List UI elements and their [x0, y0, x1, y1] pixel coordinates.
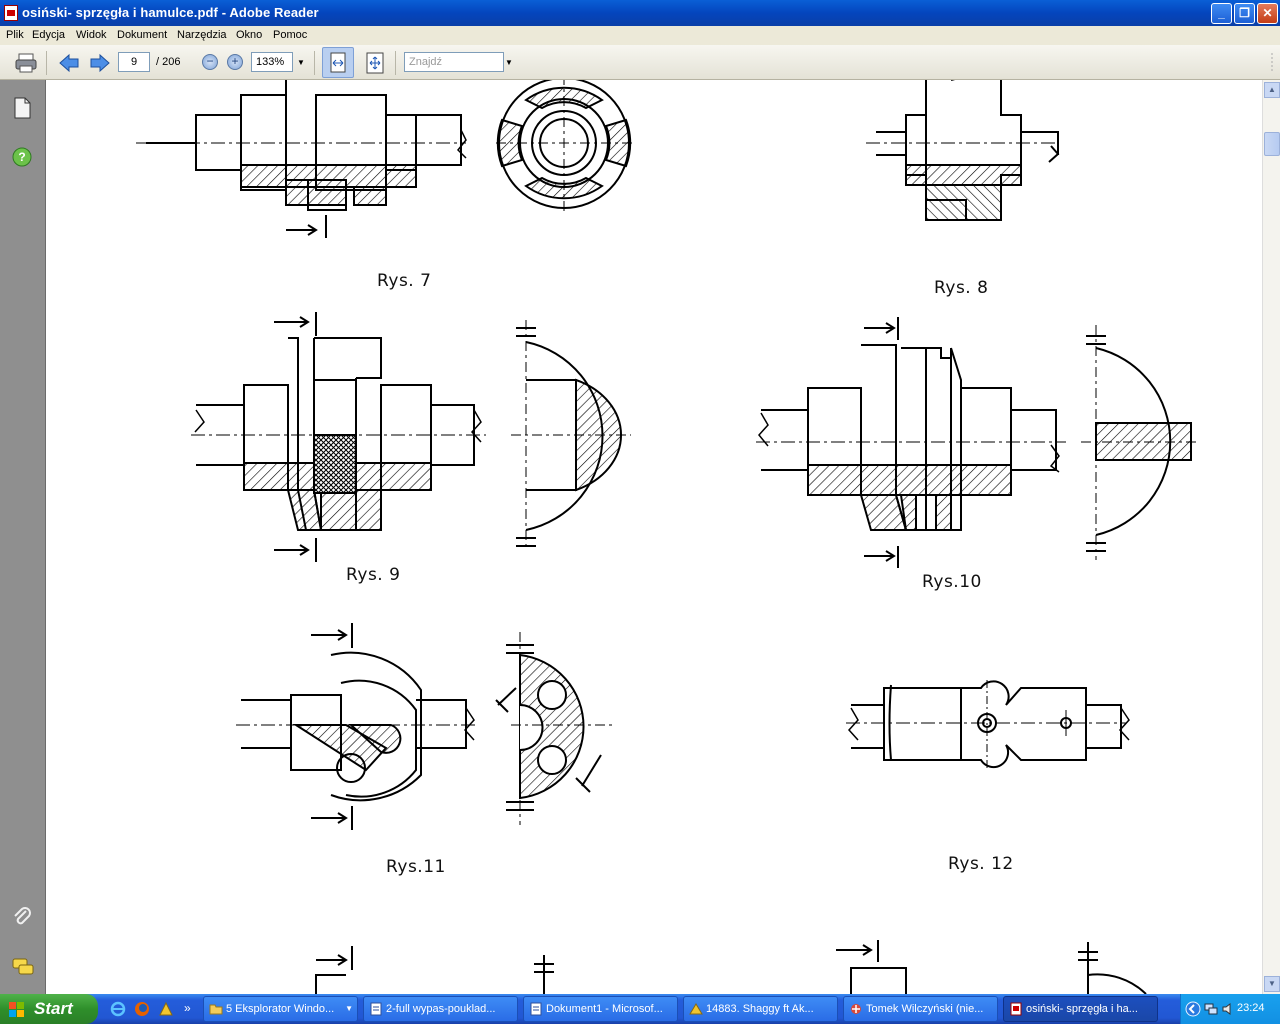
svg-text:?: ?	[18, 150, 25, 164]
caption-rys10: Rys.10	[922, 572, 982, 592]
page-total: / 206	[156, 56, 181, 68]
pages-icon[interactable]	[11, 96, 33, 120]
winamp-icon	[689, 1003, 703, 1015]
toolbar: 9 / 206 − + 133% ▼ Znajdź ▼	[0, 45, 1280, 80]
figure-rys10-section	[1081, 325, 1196, 560]
taskbar-item-label: osiński- sprzęgła i ha...	[1026, 1003, 1138, 1015]
vertical-scrollbar[interactable]: ▲ ▼	[1262, 80, 1280, 994]
start-button[interactable]: Start	[0, 994, 98, 1024]
volume-icon[interactable]	[1221, 1001, 1237, 1017]
zoom-level-input[interactable]: 133%	[251, 52, 293, 72]
fit-width-icon	[330, 52, 346, 73]
taskbar-item-label: 5 Eksplorator Windo...	[226, 1003, 335, 1015]
word-doc-icon	[530, 1002, 542, 1016]
figure-rys8-coupling	[866, 80, 1060, 221]
network-icon[interactable]	[1203, 1001, 1219, 1017]
figure-rys10-coupling	[756, 317, 1066, 568]
taskbar: Start » 5 Eksplorator Windo... ▼ 2-full …	[0, 994, 1280, 1024]
page-number-input[interactable]: 9	[118, 52, 150, 72]
navigation-pane: ?	[0, 80, 46, 994]
clock[interactable]: 23:24	[1237, 1002, 1265, 1014]
menu-narzedzia[interactable]: Narzędzia	[177, 29, 227, 41]
taskbar-item-explorer[interactable]: 5 Eksplorator Windo... ▼	[203, 996, 358, 1022]
figure-rys9-coupling	[191, 312, 486, 562]
taskbar-item-word[interactable]: Dokument1 - Microsof...	[523, 996, 678, 1022]
document-view[interactable]: Rys. 7 Rys. 8 Rys. 9 Rys.10 Rys.11 Rys. …	[46, 80, 1262, 994]
messenger-icon	[851, 1004, 861, 1014]
quicklaunch-overflow-icon[interactable]: »	[184, 1001, 191, 1015]
toolbar-separator	[46, 51, 47, 75]
comments-icon[interactable]	[11, 956, 35, 978]
scroll-down-icon[interactable]: ▼	[1264, 976, 1280, 992]
find-dropdown-arrow-icon[interactable]: ▼	[505, 58, 513, 67]
toolbar-separator	[395, 51, 396, 75]
figure-rys11-section	[495, 632, 616, 825]
firefox-icon[interactable]	[134, 1001, 150, 1017]
figure-bottom-partial	[315, 940, 1147, 994]
figure-rys12-coupling	[846, 680, 1130, 770]
menu-edycja[interactable]: Edycja	[32, 29, 66, 41]
taskbar-item-doc1[interactable]: 2-full wypas-pouklad...	[363, 996, 518, 1022]
caption-rys8: Rys. 8	[934, 278, 989, 298]
toolbar-grip-icon	[1271, 53, 1273, 73]
system-tray	[1180, 994, 1280, 1024]
figure-rys7-coupling	[136, 80, 467, 238]
zoom-out-button[interactable]: −	[202, 54, 218, 70]
next-page-icon[interactable]	[89, 53, 111, 73]
group-dropdown-icon: ▼	[345, 1004, 353, 1013]
taskbar-item-winamp[interactable]: 14883. Shaggy ft Ak...	[683, 996, 838, 1022]
taskbar-item-adobe-reader[interactable]: osiński- sprzęgła i ha...	[1003, 996, 1158, 1022]
word-doc-icon	[370, 1002, 382, 1016]
taskbar-item-label: 14883. Shaggy ft Ak...	[706, 1003, 814, 1015]
figure-rys9-section	[511, 320, 631, 550]
toolbar-separator	[314, 51, 315, 75]
tray-back-icon[interactable]	[1185, 1001, 1201, 1017]
find-input[interactable]: Znajdź	[404, 52, 504, 72]
taskbar-item-messenger[interactable]: Tomek Wilczyński (nie...	[843, 996, 998, 1022]
taskbar-item-label: Tomek Wilczyński (nie...	[866, 1003, 984, 1015]
taskbar-item-label: 2-full wypas-pouklad...	[386, 1003, 496, 1015]
windows-flag-icon	[9, 1002, 24, 1017]
figure-rys7-section	[496, 80, 636, 215]
taskbar-item-label: Dokument1 - Microsof...	[546, 1003, 663, 1015]
menu-pomoc[interactable]: Pomoc	[273, 29, 308, 41]
start-label: Start	[34, 999, 73, 1018]
minimize-button[interactable]: _	[1211, 3, 1232, 24]
fit-page-icon[interactable]	[364, 51, 386, 75]
pdf-icon	[1010, 1002, 1022, 1016]
scroll-up-icon[interactable]: ▲	[1264, 82, 1280, 98]
zoom-dropdown-arrow-icon[interactable]: ▼	[297, 58, 305, 67]
winamp-icon[interactable]	[158, 1001, 174, 1017]
pdf-app-icon	[4, 5, 18, 21]
scroll-thumb[interactable]	[1264, 132, 1280, 156]
pdf-page-drawings	[136, 80, 1196, 994]
menu-widok[interactable]: Widok	[76, 29, 107, 41]
menu-plik[interactable]: Plik	[6, 29, 24, 41]
caption-rys7: Rys. 7	[377, 271, 432, 291]
maximize-button[interactable]: ❐	[1234, 3, 1255, 24]
help-icon[interactable]: ?	[11, 146, 33, 168]
menu-okno[interactable]: Okno	[236, 29, 263, 41]
attachments-icon[interactable]	[11, 906, 33, 928]
title-bar: osiński- sprzęgła i hamulce.pdf - Adobe …	[0, 0, 1280, 26]
caption-rys9: Rys. 9	[346, 565, 401, 585]
zoom-in-button[interactable]: +	[227, 54, 243, 70]
print-icon[interactable]	[14, 52, 38, 74]
window-title: osiński- sprzęgła i hamulce.pdf - Adobe …	[22, 5, 319, 20]
menu-dokument[interactable]: Dokument	[117, 29, 168, 41]
fit-width-button[interactable]	[322, 47, 354, 78]
ie-icon[interactable]	[110, 1001, 126, 1017]
folder-icon	[209, 1004, 223, 1015]
menu-bar: Plik Edycja Widok Dokument Narzędzia Okn…	[0, 26, 1280, 45]
close-button[interactable]: ✕	[1257, 3, 1278, 24]
figure-rys11-coupling	[236, 623, 476, 830]
caption-rys12: Rys. 12	[948, 854, 1014, 874]
caption-rys11: Rys.11	[386, 857, 446, 877]
previous-page-icon[interactable]	[58, 53, 80, 73]
